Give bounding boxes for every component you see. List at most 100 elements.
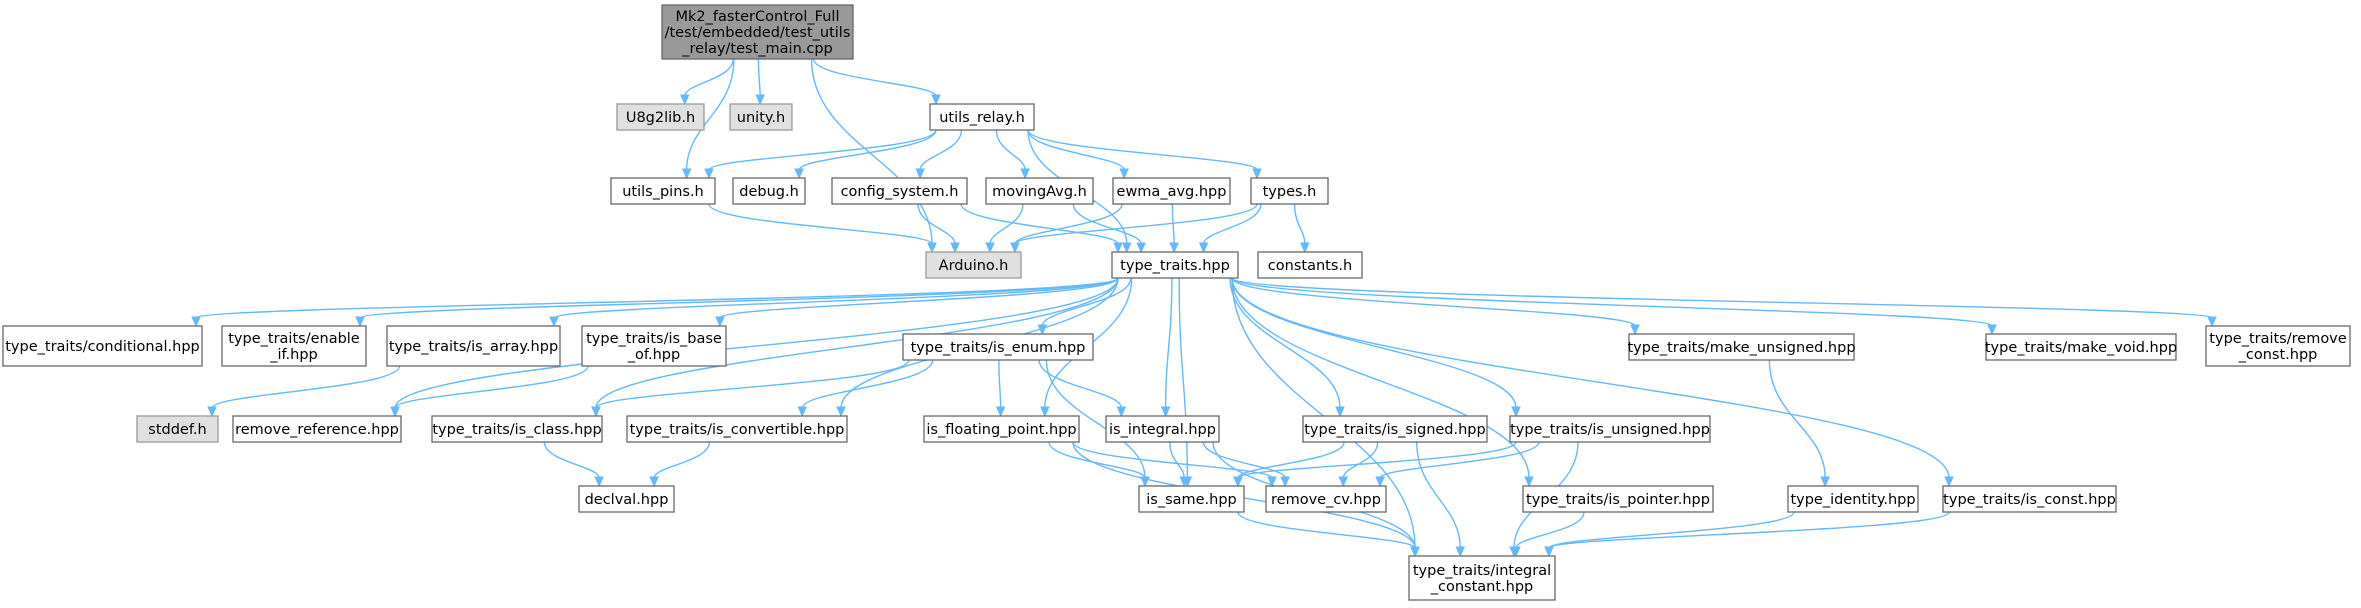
node-label: type_traits/is_const.hpp (1943, 492, 2116, 508)
edge-isSigned-to-removeCv (1338, 441, 1379, 488)
node-movingAvg[interactable]: movingAvg.h (985, 177, 1094, 205)
node-box (136, 415, 219, 443)
node-removeCv[interactable]: remove_cv.hpp (1265, 485, 1387, 513)
edge-line (719, 277, 1119, 319)
node-box (1265, 485, 1387, 513)
node-isFloatingPoint[interactable]: is_floating_point.hpp (923, 415, 1080, 443)
node-label: type_traits.hpp (1120, 258, 1230, 274)
edge-arrowhead (1113, 242, 1123, 254)
edge-line (1027, 129, 1125, 171)
edge-line (798, 129, 937, 171)
node-isSame[interactable]: is_same.hpp (1138, 485, 1245, 513)
edge-line (653, 441, 711, 479)
node-label: type_traits/is_pointer.hpp (1526, 492, 1710, 508)
edge-arrowhead (1037, 324, 1048, 336)
node-isClass[interactable]: type_traits/is_class.hpp (431, 415, 603, 443)
node-typeIdentity[interactable]: type_identity.hpp (1787, 485, 1919, 513)
edge-line (359, 277, 1119, 319)
node-box (1250, 177, 1329, 205)
node-label: type_traits/is_unsigned.hpp (1510, 422, 1710, 438)
edge-movingAvg-to-typeTraits (1072, 203, 1146, 254)
node-isPointer[interactable]: type_traits/is_pointer.hpp (1522, 485, 1714, 513)
node-label: debug.h (739, 184, 799, 200)
node-isConvertible[interactable]: type_traits/is_convertible.hpp (626, 415, 848, 443)
node-removeRef[interactable]: remove_reference.hpp (232, 415, 402, 443)
node-label: /test/embedded/test_utils (665, 25, 851, 41)
edge-isSame-to-integralConstant (1237, 511, 1420, 558)
edge-typeIdentity-to-integralConstant (1544, 511, 1795, 558)
node-ewmaAvg[interactable]: ewma_avg.hpp (1112, 177, 1231, 205)
node-debug[interactable]: debug.h (732, 177, 806, 205)
edge-line (1014, 203, 1258, 245)
node-typeTraits[interactable]: type_traits.hpp (1111, 251, 1239, 279)
edges-layer (191, 58, 2217, 558)
node-configSys[interactable]: config_system.h (831, 177, 968, 205)
edge-line (1237, 441, 1345, 479)
edge-line (1171, 203, 1175, 245)
edge-arrowhead (927, 242, 937, 254)
node-stddef[interactable]: stddef.h (136, 415, 219, 443)
node-utilsPins[interactable]: utils_pins.h (610, 177, 716, 205)
edge-arrowhead (931, 94, 941, 106)
edge-arrowhead (679, 94, 690, 106)
node-enableIf[interactable]: type_traits/enable_if.hpp (221, 325, 367, 367)
node-u8g2[interactable]: U8g2lib.h (616, 103, 705, 131)
node-label: utils_relay.h (939, 110, 1025, 126)
edge-line (1048, 441, 1146, 479)
edge-arrowhead (1169, 242, 1179, 254)
edge-arrowhead (704, 168, 714, 180)
node-isSigned[interactable]: type_traits/is_signed.hpp (1302, 415, 1488, 443)
node-label: constants.h (1268, 258, 1352, 274)
node-label: unity.h (737, 110, 785, 126)
edge-arrowhead (1544, 546, 1554, 558)
node-label: stddef.h (148, 422, 206, 438)
node-root: Mk2_fasterControl_Full/test/embedded/tes… (661, 4, 854, 60)
node-integralConstant[interactable]: type_traits/integral_constant.hpp (1408, 555, 1556, 601)
edge-typeTraits-to-isEnum (1037, 277, 1132, 336)
edge-typeTraits-to-isBaseOf (715, 277, 1119, 328)
node-label: type_traits/is_signed.hpp (1304, 422, 1485, 438)
edge-arrowhead (1375, 476, 1385, 488)
node-unity[interactable]: unity.h (729, 103, 793, 131)
node-label: remove_reference.hpp (235, 422, 399, 438)
node-label: type_identity.hpp (1790, 492, 1915, 508)
edge-arrowhead (1233, 476, 1243, 488)
edge-utilsRelay-to-utilsPins (704, 129, 937, 180)
edge-arrowhead (2207, 316, 2217, 328)
node-isUnsigned[interactable]: type_traits/is_unsigned.hpp (1509, 415, 1711, 443)
edge-utilsRelay-to-movingAvg (995, 129, 1030, 180)
edge-arrowhead (1630, 324, 1640, 336)
node-removeConst[interactable]: type_traits/remove_const.hpp (2205, 325, 2351, 367)
node-label: is_same.hpp (1146, 492, 1237, 508)
node-isArray[interactable]: type_traits/is_array.hpp (386, 325, 561, 367)
edge-isUnsigned-to-removeCv (1375, 441, 1540, 488)
node-conditional[interactable]: type_traits/conditional.hpp (2, 325, 203, 367)
node-utilsRelay[interactable]: utils_relay.h (929, 103, 1035, 131)
node-label: type_traits/is_class.hpp (432, 422, 601, 438)
node-arduino[interactable]: Arduino.h (925, 251, 1022, 279)
edge-arrowhead (715, 316, 725, 328)
edge-line (684, 58, 734, 97)
edge-isSigned-to-integralConstant (1416, 441, 1466, 558)
edge-isIntegral-to-removeCv (1202, 441, 1290, 488)
node-declval[interactable]: declval.hpp (578, 485, 675, 513)
edge-line (1293, 203, 1306, 245)
node-isIntegral[interactable]: is_integral.hpp (1105, 415, 1220, 443)
node-isEnum[interactable]: type_traits/is_enum.hpp (902, 333, 1094, 361)
node-isBaseOf[interactable]: type_traits/is_base_of.hpp (581, 325, 727, 367)
node-types[interactable]: types.h (1250, 177, 1329, 205)
node-box (929, 103, 1035, 131)
edge-line (1169, 441, 1185, 479)
edge-arrowhead (985, 242, 995, 254)
node-box (1112, 177, 1231, 205)
node-constants[interactable]: constants.h (1257, 251, 1363, 279)
edge-arrowhead (950, 242, 960, 254)
node-box (902, 333, 1094, 361)
node-box (581, 325, 727, 367)
node-label: type_traits/is_convertible.hpp (630, 422, 845, 438)
node-isConst[interactable]: type_traits/is_const.hpp (1942, 485, 2117, 513)
node-makeVoid[interactable]: type_traits/make_void.hpp (1985, 333, 2177, 361)
node-label: type_traits/is_enum.hpp (911, 340, 1086, 356)
edge-arrowhead (1338, 476, 1349, 488)
node-makeUnsigned[interactable]: type_traits/make_unsigned.hpp (1627, 333, 1856, 361)
